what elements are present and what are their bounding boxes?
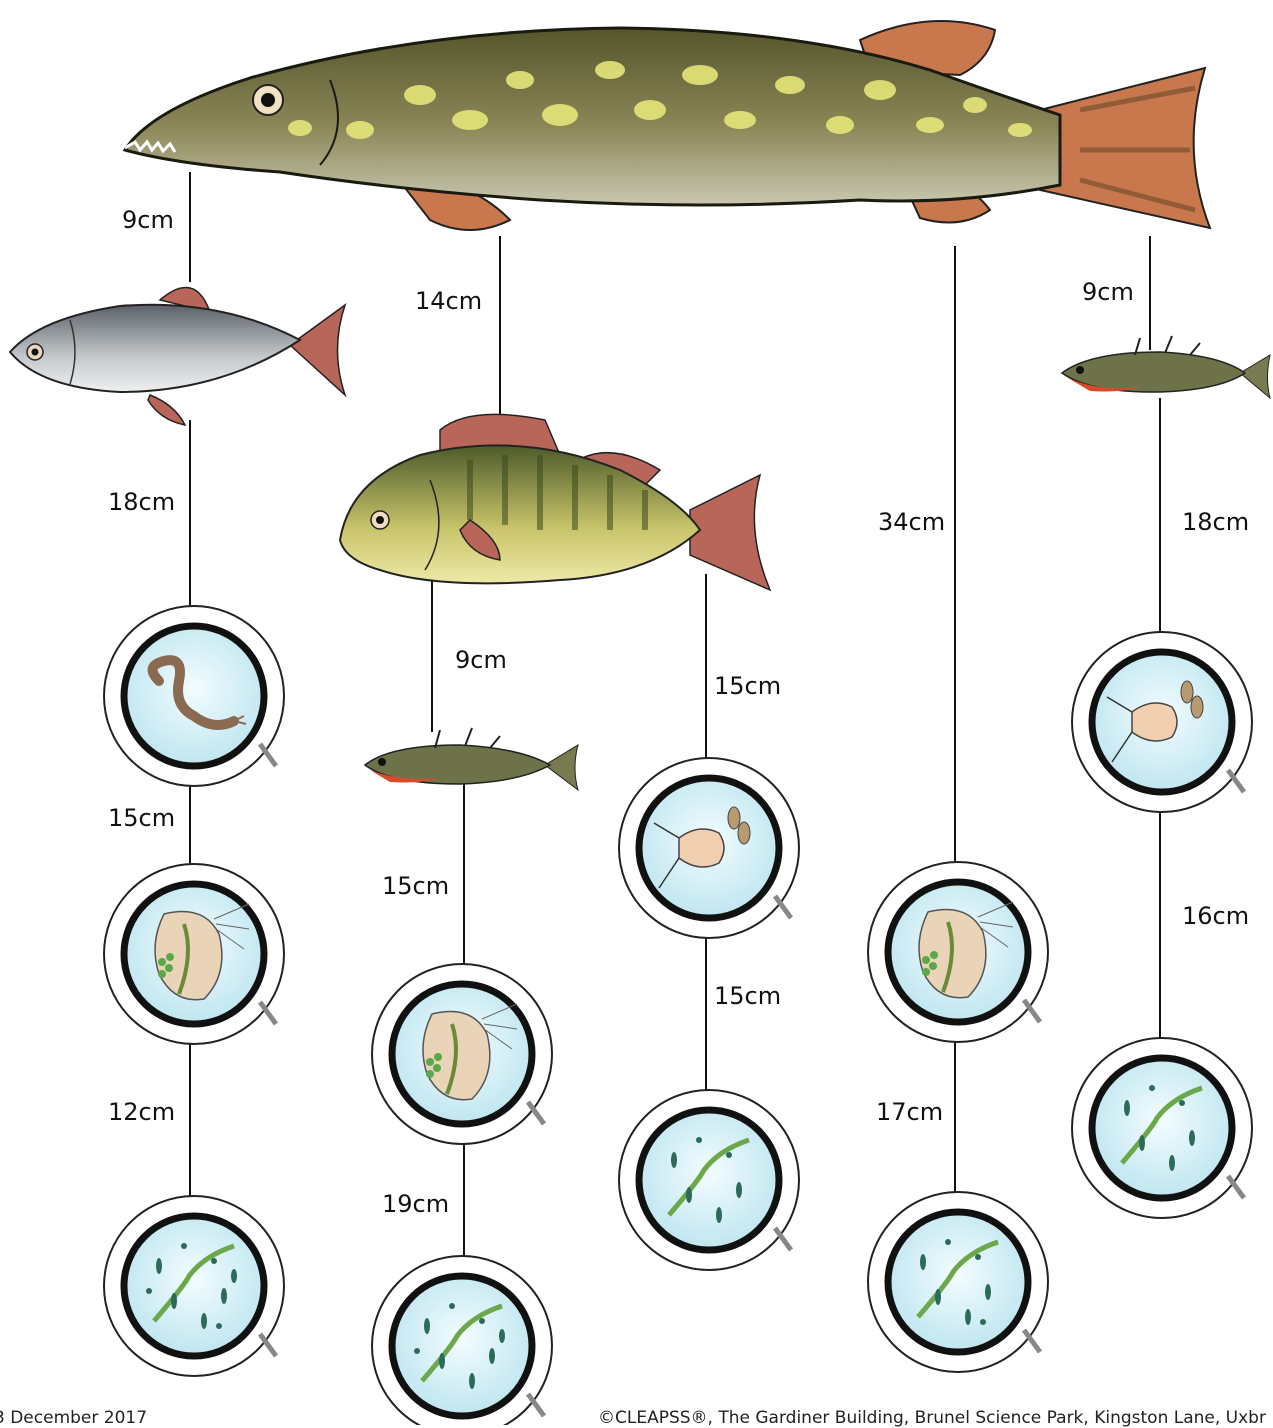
stickleback-illustration	[365, 728, 578, 790]
label-cyclops-algae-2: 16cm	[1182, 902, 1249, 930]
label-pike-roach: 9cm	[122, 206, 174, 234]
label-roach-bloodworm: 18cm	[108, 488, 175, 516]
daphnia-lens-2	[372, 964, 552, 1144]
algae-lens-4	[868, 1192, 1048, 1372]
perch-illustration	[340, 414, 770, 590]
cyclops-lens-1	[619, 758, 799, 938]
stickleback-illustration-right	[1062, 336, 1270, 398]
daphnia-lens-3	[868, 862, 1048, 1042]
footer-date: 3 December 2017	[0, 1408, 147, 1428]
label-daphnia-algae-1: 12cm	[108, 1098, 175, 1126]
label-pike-stickleback: 9cm	[1082, 278, 1134, 306]
label-pike-perch: 14cm	[415, 287, 482, 315]
label-stickleback-daphnia: 15cm	[382, 872, 449, 900]
bloodworm-lens	[104, 606, 284, 786]
label-bloodworm-daphnia: 15cm	[108, 804, 175, 832]
cyclops-lens-2	[1072, 632, 1252, 812]
algae-lens-1	[104, 1196, 284, 1376]
label-cyclops-algae: 15cm	[714, 982, 781, 1010]
footer-copyright: ©CLEAPSS®, The Gardiner Building, Brunel…	[598, 1408, 1266, 1428]
roach-illustration	[10, 288, 345, 426]
pike-illustration	[125, 21, 1210, 230]
label-daphnia-algae-3: 17cm	[876, 1098, 943, 1126]
algae-lens-2	[372, 1256, 552, 1425]
label-pike-daphnia: 34cm	[878, 508, 945, 536]
algae-lens-5	[1072, 1038, 1252, 1218]
label-stickleback-cyclops: 18cm	[1182, 508, 1249, 536]
label-daphnia-algae-2: 19cm	[382, 1190, 449, 1218]
daphnia-lens-1	[104, 864, 284, 1044]
label-perch-stickleback: 9cm	[455, 646, 507, 674]
algae-lens-3	[619, 1090, 799, 1270]
label-perch-cyclops: 15cm	[714, 672, 781, 700]
